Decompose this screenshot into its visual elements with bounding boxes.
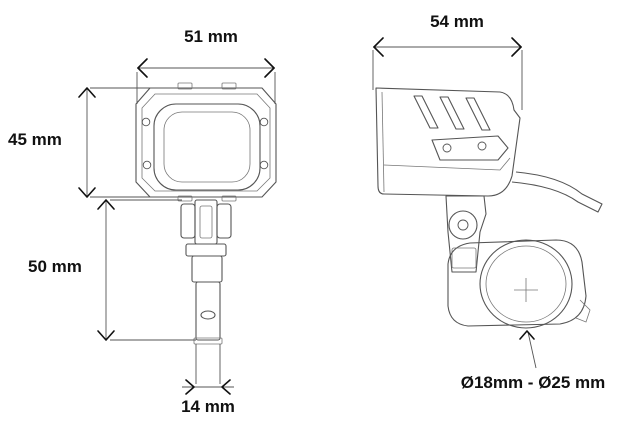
- side-clamp-diameter-label: Ø18mm - Ø25 mm: [461, 373, 606, 392]
- front-mount-width-dimension: 14 mm: [181, 344, 235, 416]
- side-depth-dimension: 54 mm: [372, 12, 523, 110]
- side-mount-knuckle: [445, 195, 487, 273]
- side-depth-arrow-left: [373, 37, 384, 57]
- front-mount-arrow-bottom: [97, 330, 115, 341]
- screw-top-right: [259, 117, 269, 127]
- screw-top-left: [141, 117, 151, 127]
- front-bottom-tab-right: [221, 195, 237, 202]
- side-plate: [431, 135, 509, 161]
- front-mount-width-arrow-right: [221, 379, 231, 395]
- front-mount-width-arrow-left: [185, 379, 195, 395]
- front-top-tab-right: [221, 82, 237, 90]
- front-height-arrow-bottom: [78, 187, 96, 198]
- screw-bottom-left: [142, 160, 152, 170]
- front-mount-height-dimension: 50 mm: [28, 199, 196, 341]
- front-mount-arrow-top: [97, 199, 115, 210]
- front-mount-height-label: 50 mm: [28, 257, 82, 276]
- side-cable: [511, 171, 603, 213]
- side-depth-arrow-right: [511, 37, 522, 57]
- front-housing-outer: [135, 87, 277, 198]
- front-height-dimension: 45 mm: [8, 87, 150, 198]
- front-width-label: 51 mm: [184, 27, 238, 46]
- side-housing: [375, 87, 521, 197]
- front-housing-inner: [141, 93, 271, 192]
- front-view: 51 mm 45 mm 50 mm 14 mm: [8, 27, 277, 416]
- side-plate-screw-left: [442, 143, 452, 153]
- front-screws: [141, 117, 269, 170]
- side-clamp-dimension: Ø18mm - Ø25 mm: [461, 330, 606, 392]
- side-view: 54 mm Ø18mm - Ø25 mm: [372, 12, 606, 392]
- front-lens: [163, 111, 251, 183]
- side-plate-screw-right: [477, 141, 487, 151]
- front-top-tab-left: [177, 82, 193, 90]
- side-vents: [413, 95, 491, 131]
- front-height-label: 45 mm: [8, 130, 62, 149]
- front-mount-bracket: [180, 199, 232, 345]
- side-housing-bottom-edge: [383, 157, 511, 171]
- front-lens-bezel: [153, 103, 261, 191]
- front-bottom-tab-left: [177, 195, 193, 202]
- side-depth-label: 54 mm: [430, 12, 484, 31]
- front-height-arrow-top: [78, 87, 96, 98]
- front-mount-width-label: 14 mm: [181, 397, 235, 416]
- front-width-arrow-left: [137, 58, 148, 78]
- side-clamp: [447, 239, 591, 329]
- front-width-dimension: 51 mm: [136, 27, 276, 104]
- screw-bottom-right: [259, 160, 269, 170]
- side-clamp-arrow: [519, 330, 535, 340]
- front-width-arrow-right: [264, 58, 275, 78]
- side-housing-ridge: [381, 91, 385, 193]
